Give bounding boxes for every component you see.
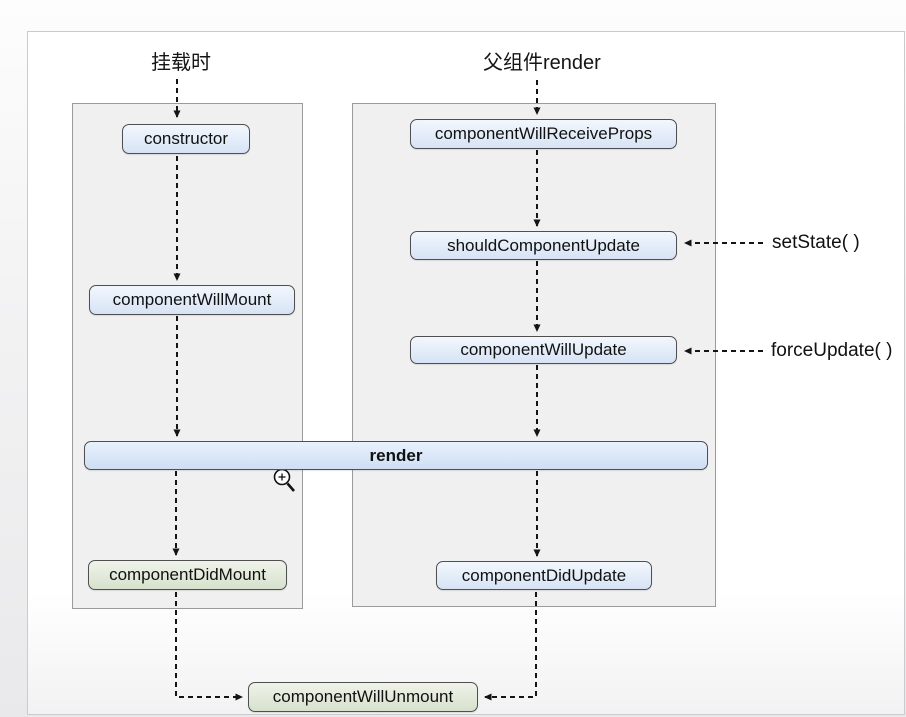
node-component-will-unmount: componentWillUnmount xyxy=(248,682,478,712)
node-component-will-update: componentWillUpdate xyxy=(410,336,677,364)
node-constructor: constructor xyxy=(122,124,250,154)
force-update-label: forceUpdate( ) xyxy=(771,340,893,361)
node-component-did-update: componentDidUpdate xyxy=(436,561,652,590)
mount-phase-panel xyxy=(72,103,303,609)
node-should-component-update: shouldComponentUpdate xyxy=(410,231,677,260)
node-render: render xyxy=(84,441,708,470)
column-title-mount: 挂载时 xyxy=(151,52,211,74)
column-title-parent-render: 父组件render xyxy=(483,52,601,74)
set-state-label: setState( ) xyxy=(772,232,860,253)
node-component-will-mount: componentWillMount xyxy=(89,285,295,315)
node-component-did-mount: componentDidMount xyxy=(88,560,287,590)
node-component-will-receive-props: componentWillReceiveProps xyxy=(410,119,677,149)
